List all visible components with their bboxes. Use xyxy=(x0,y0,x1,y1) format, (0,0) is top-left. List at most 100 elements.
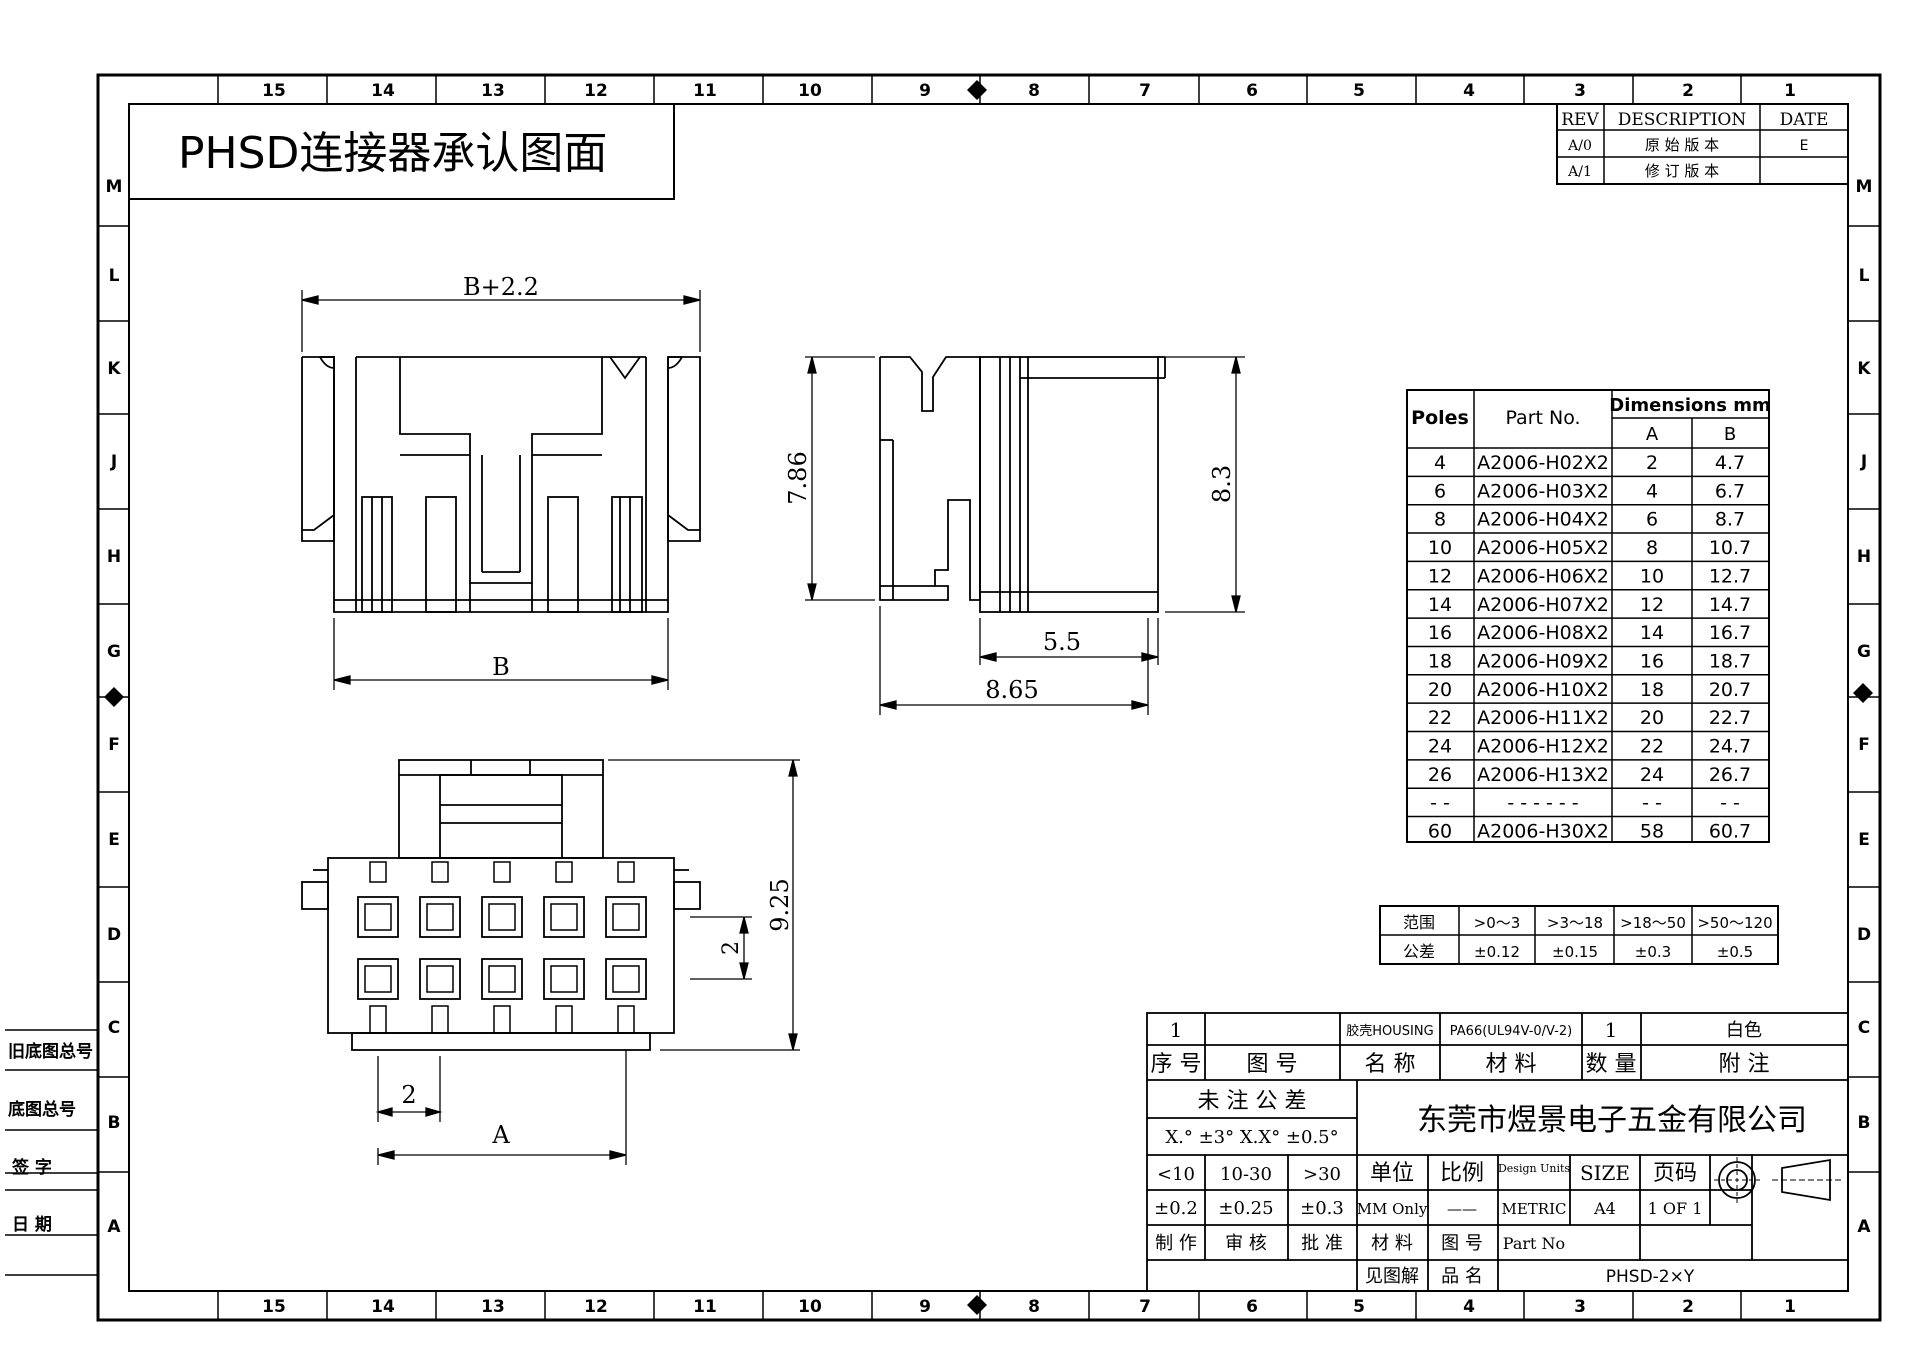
dim-a-cell: 10 xyxy=(1640,565,1664,587)
dim-pitch-vertical: 2 xyxy=(719,941,744,955)
dim-b-cell: 4.7 xyxy=(1715,452,1745,474)
signature-label: 签 字 xyxy=(11,1157,52,1178)
page-label: 页码 xyxy=(1653,1161,1697,1186)
poles-cell: 24 xyxy=(1428,736,1452,758)
dim-b-cell: 14.7 xyxy=(1709,594,1751,616)
zone-row-label: B xyxy=(108,1113,121,1133)
zone-row-label: C xyxy=(1858,1018,1870,1038)
zone-row-label: K xyxy=(107,359,121,379)
product-name-label: 品 名 xyxy=(1441,1266,1483,1287)
zone-column-label: 4 xyxy=(1463,81,1475,101)
bom-header-note: 附 注 xyxy=(1719,1052,1770,1077)
tolerance-table: 范围 >0～3 >3～18 >18～50 >50～120 公差 ±0.12 ±0… xyxy=(1379,905,1779,965)
title-box xyxy=(128,103,675,200)
part-no-header: Part No. xyxy=(1505,407,1580,429)
zone-row-label: F xyxy=(108,735,120,755)
revision-table: REV DESCRIPTION DATE A/0 原 始 版 本 E A/1 修… xyxy=(1556,103,1849,185)
dim-front-top-width: B+2.2 xyxy=(463,273,539,301)
zone-column-label: 11 xyxy=(693,81,717,101)
center-mark-left xyxy=(104,687,124,707)
bottom-cells xyxy=(357,861,647,1034)
contact-cell-inner xyxy=(550,903,578,931)
part-no-cell: A2006-H08X2 xyxy=(1477,622,1609,644)
tolerance-cell: ±0.15 xyxy=(1552,943,1598,961)
zone-labels: 1515141413131212111110109988776655443322… xyxy=(106,81,1873,1317)
tol-value: ±0.3 xyxy=(1300,1198,1344,1219)
poles-cell: 26 xyxy=(1428,764,1452,786)
dim-a-cell: 58 xyxy=(1640,821,1664,843)
zone-row-label: H xyxy=(1857,547,1871,567)
zone-row-label: A xyxy=(1857,1217,1871,1237)
poles-cell: 12 xyxy=(1428,565,1452,587)
part-no-cell: A2006-H11X2 xyxy=(1477,707,1609,729)
reviewed-by-label: 审 核 xyxy=(1225,1233,1267,1254)
contact-cell xyxy=(419,958,461,1000)
title-block-lines xyxy=(1146,1012,1849,1292)
contact-cell xyxy=(605,896,647,938)
dim-a-cell: 20 xyxy=(1640,707,1664,729)
zone-row-label: H xyxy=(107,547,121,567)
design-units-label: Design Units xyxy=(1498,1162,1570,1175)
date-header: DATE xyxy=(1780,110,1829,130)
contact-cell-inner xyxy=(550,965,578,993)
zone-column-label: 5 xyxy=(1353,1297,1365,1317)
size-value: A4 xyxy=(1593,1199,1616,1218)
contact-cell xyxy=(543,896,585,938)
zone-row-label: C xyxy=(108,1018,120,1038)
bom-name: 胶壳HOUSING xyxy=(1346,1023,1433,1039)
zone-column-label: 8 xyxy=(1028,81,1040,101)
old-base-drawing-no-label: 旧底图总号 xyxy=(8,1041,93,1062)
part-no-cell: A2006-H10X2 xyxy=(1477,679,1609,701)
zone-row-label: D xyxy=(107,925,121,945)
dimensions-header: Dimensions mm xyxy=(1609,395,1770,416)
latch-slot xyxy=(369,1005,387,1034)
poles-cell: 16 xyxy=(1428,622,1452,644)
product-name: PHSD-2×Y xyxy=(1606,1267,1695,1287)
zone-row-label: B xyxy=(1858,1113,1871,1133)
range-label: 范围 xyxy=(1403,913,1435,932)
tolerance-cell: ±0.12 xyxy=(1474,943,1520,961)
zone-column-label: 5 xyxy=(1353,81,1365,101)
see-drawing-label: 见图解 xyxy=(1365,1266,1419,1287)
tolerance-cell: ±0.3 xyxy=(1635,943,1671,961)
zone-column-label: 10 xyxy=(798,1297,822,1317)
part-no-cell: A2006-H04X2 xyxy=(1477,509,1609,531)
zone-column-label: 15 xyxy=(262,81,286,101)
contact-cell-inner xyxy=(364,903,392,931)
contact-cell xyxy=(357,958,399,1000)
poles-cell: 60 xyxy=(1428,821,1452,843)
part-no-cell: - - - - - - xyxy=(1507,792,1578,814)
bom-header-drawing-no: 图 号 xyxy=(1247,1052,1298,1077)
dim-b-cell: 10.7 xyxy=(1709,537,1751,559)
bom-qty: 1 xyxy=(1605,1018,1618,1042)
bottom-dimensions xyxy=(375,759,800,1165)
dim-b-cell: 22.7 xyxy=(1709,707,1751,729)
zone-row-label: F xyxy=(1858,735,1870,755)
contact-cell-inner xyxy=(612,965,640,993)
contact-cell xyxy=(419,896,461,938)
tol-range: >30 xyxy=(1303,1164,1341,1185)
zone-row-label: M xyxy=(106,177,123,197)
latch-slot xyxy=(493,861,511,883)
contact-cell-inner xyxy=(426,903,454,931)
bom-header-material: 材 料 xyxy=(1486,1052,1537,1077)
zone-column-label: 3 xyxy=(1574,81,1586,101)
part-no-cell: A2006-H13X2 xyxy=(1477,764,1609,786)
zone-column-label: 9 xyxy=(919,81,931,101)
poles-cell: - - xyxy=(1430,792,1450,814)
center-mark-right xyxy=(1853,683,1873,703)
range-cell: >50～120 xyxy=(1697,914,1772,932)
zone-grid xyxy=(98,75,1880,1320)
front-dimensions xyxy=(301,290,701,690)
description-cell: 原 始 版 本 xyxy=(1645,136,1719,154)
center-mark-top xyxy=(967,80,987,100)
dim-bottom-width: A xyxy=(491,1121,510,1149)
contact-cell-inner xyxy=(364,965,392,993)
range-cell: >18～50 xyxy=(1620,914,1686,932)
description-header: DESCRIPTION xyxy=(1618,110,1747,130)
zone-column-label: 13 xyxy=(481,1297,505,1317)
zone-row-label: A xyxy=(107,1217,121,1237)
dim-a-cell: - - xyxy=(1642,792,1662,814)
part-no-cell: A2006-H09X2 xyxy=(1477,650,1609,672)
zone-column-label: 4 xyxy=(1463,1297,1475,1317)
